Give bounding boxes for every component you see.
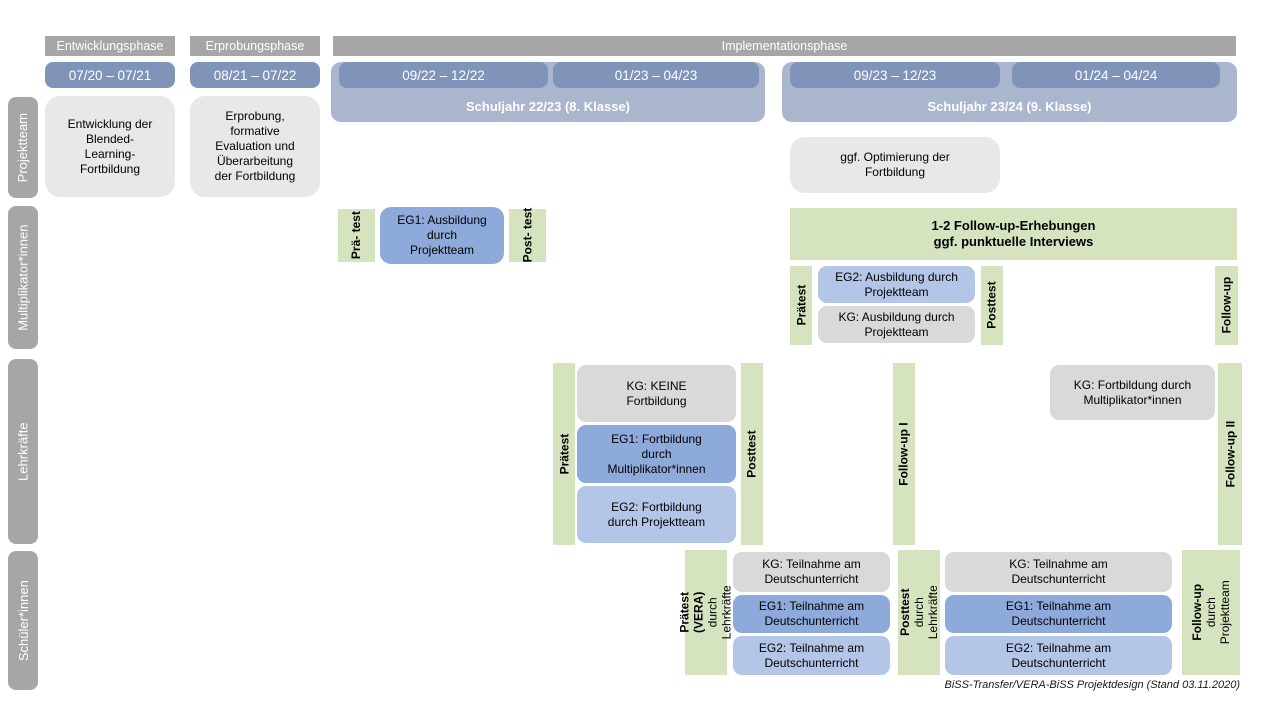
praetest-vera-main-text: Prätest (VERA) (677, 591, 706, 634)
box-kg-deutschunterricht-2: KG: Teilnahme am Deutschunterricht (945, 552, 1172, 592)
followup-bar-schueler: Follow-up durch Projektteam (1182, 550, 1240, 675)
box-kg-ausbildung-projektteam: KG: Ausbildung durch Projektteam (818, 306, 975, 343)
praetest-bar-text: Prätest (556, 433, 571, 475)
date-range-01-23: 01/23 – 04/23 (553, 62, 759, 88)
box-kg-keine-fortbildung: KG: KEINE Fortbildung (577, 365, 736, 422)
date-range-08-21: 08/21 – 07/22 (190, 62, 320, 88)
praetest-bar-text: Prä- test (349, 211, 364, 260)
row-label-projektteam: Projektteam (8, 97, 38, 198)
box-entwicklung-fortbildung: Entwicklung der Blended- Learning- Fortb… (45, 96, 175, 197)
followup2-bar-lehrkraefte: Follow-up II (1218, 363, 1242, 545)
praetest-bar-multiplikatoren-2: Prätest (790, 266, 812, 345)
box-eg2-fortbildung-projektteam: EG2: Fortbildung durch Projektteam (577, 486, 736, 543)
praetest-bar-lehrkraefte: Prätest (553, 363, 575, 545)
followup1-bar-lehrkraefte: Follow-up I (893, 363, 915, 545)
praetest-vera-sub-text: durch Lehrkräfte (706, 585, 735, 640)
box-followup-erhebungen: 1-2 Follow-up-Erhebungen ggf. punktuelle… (790, 208, 1237, 260)
box-kg-deutschunterricht-1: KG: Teilnahme am Deutschunterricht (733, 552, 890, 592)
box-eg2-ausbildung-projektteam: EG2: Ausbildung durch Projektteam (818, 266, 975, 303)
row-label-multiplikatorinnen-text: Multiplikator*innen (15, 224, 31, 331)
praetest-bar-text: Prätest (793, 285, 808, 326)
box-eg1-deutschunterricht-2: EG1: Teilnahme am Deutschunterricht (945, 595, 1172, 633)
phase-header-entwicklungsphase: Entwicklungsphase (45, 36, 175, 56)
row-label-lehrkraefte-text: Lehrkräfte (15, 422, 31, 481)
box-kg-fortbildung-multiplikatoren: KG: Fortbildung durch Multiplikator*inne… (1050, 365, 1215, 420)
posttest-sub-text: durch Lehrkräfte (911, 585, 941, 640)
followup-bar-text: Follow-up (1219, 277, 1234, 334)
followup-main-text: Follow-up (1189, 584, 1204, 641)
box-optimierung-fortbildung: ggf. Optimierung der Fortbildung (790, 137, 1000, 193)
posttest-bar-lehrkraefte: Posttest (741, 363, 763, 545)
posttest-bar-multiplikatoren-1: Post- test (509, 208, 546, 263)
box-eg2-deutschunterricht-2: EG2: Teilnahme am Deutschunterricht (945, 636, 1172, 675)
posttest-bar-text: Post- test (520, 208, 535, 263)
box-erprobung-evaluation: Erprobung, formative Evaluation und Über… (190, 96, 320, 197)
followup-bar-multiplikatoren: Follow-up (1215, 266, 1238, 345)
posttest-bar-text: Posttest (744, 430, 759, 478)
diagram-caption: BiSS-Transfer/VERA-BiSS Projektdesign (S… (944, 679, 1240, 691)
praetest-bar-multiplikatoren-1: Prä- test (338, 209, 375, 262)
box-eg1-fortbildung-multiplikatoren: EG1: Fortbildung durch Multiplikator*inn… (577, 425, 736, 483)
date-range-09-23: 09/23 – 12/23 (790, 62, 1000, 88)
followup2-bar-text: Follow-up II (1222, 420, 1237, 488)
posttest-bar-multiplikatoren-2: Posttest (981, 266, 1003, 345)
date-range-01-24: 01/24 – 04/24 (1012, 62, 1220, 88)
row-label-schuelerinnen-text: Schüler*innen (15, 580, 31, 661)
posttest-main-text: Posttest (897, 588, 912, 637)
praetest-vera-bar-schueler: Prätest (VERA) durch Lehrkräfte (678, 550, 734, 675)
posttest-bar-schueler: Posttest durch Lehrkräfte (898, 550, 940, 675)
followup1-bar-text: Follow-up I (896, 422, 911, 486)
row-label-projektteam-text: Projektteam (15, 112, 31, 183)
phase-header-erprobungsphase: Erprobungsphase (190, 36, 320, 56)
box-eg1-deutschunterricht-1: EG1: Teilnahme am Deutschunterricht (733, 595, 890, 633)
box-eg2-deutschunterricht-1: EG2: Teilnahme am Deutschunterricht (733, 636, 890, 675)
date-range-09-22: 09/22 – 12/22 (339, 62, 548, 88)
phase-header-implementationsphase: Implementationsphase (333, 36, 1236, 56)
posttest-bar-text: Posttest (984, 281, 999, 330)
row-label-lehrkraefte: Lehrkräfte (8, 359, 38, 544)
followup-sub-text: durch Projektteam (1203, 580, 1233, 645)
box-eg1-ausbildung-projektteam: EG1: Ausbildung durch Projektteam (380, 207, 504, 264)
row-label-multiplikatorinnen: Multiplikator*innen (8, 206, 38, 349)
date-range-07-20: 07/20 – 07/21 (45, 62, 175, 88)
row-label-schuelerinnen: Schüler*innen (8, 551, 38, 690)
